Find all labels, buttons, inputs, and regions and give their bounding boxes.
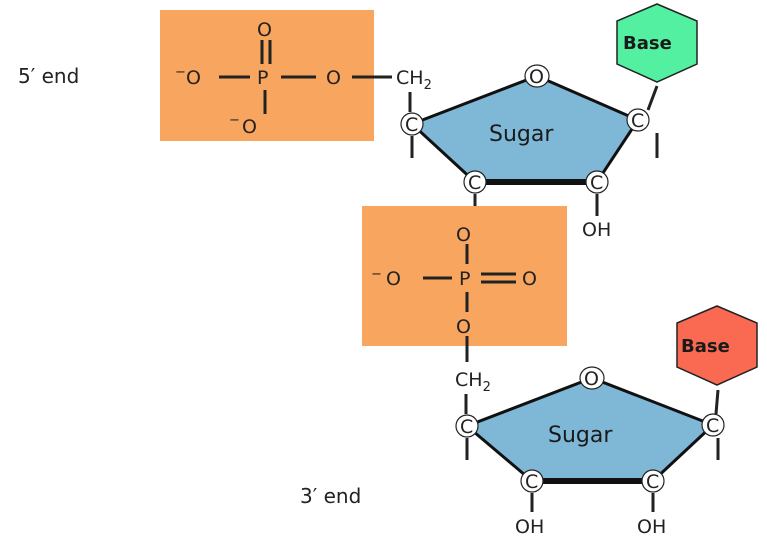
phosphate-1-phosphorus: P — [257, 67, 268, 89]
phosphate-2-top-oxygen: O — [456, 224, 471, 246]
five-prime-end-label: 5′ end — [18, 64, 79, 88]
base-2 — [676, 305, 758, 386]
sugar-1-ring-oxygen: O — [529, 66, 544, 88]
phosphate-2-left-oxygen: O — [386, 268, 401, 290]
phosphate-2-bottom-oxygen: O — [456, 316, 471, 338]
base-1-label: Base — [623, 33, 672, 54]
phosphate-1-bottom-charge: − — [229, 113, 240, 128]
sugar-1-carbon-3: C — [468, 172, 481, 194]
base-1 — [616, 3, 698, 83]
sugar-2-carbon-2: C — [646, 471, 659, 493]
phosphate-2-phosphorus: P — [459, 268, 470, 290]
three-prime-end-label: 3′ end — [300, 484, 361, 508]
sugar-2-carbon-3: C — [525, 471, 538, 493]
sugar-2-carbon-4: C — [460, 416, 473, 438]
ch2-group-1: CH2 — [396, 67, 432, 93]
sugar-2-label: Sugar — [548, 423, 613, 448]
sugar-1-label: Sugar — [489, 122, 554, 147]
sugar-1-carbon-1: C — [631, 110, 644, 132]
base-2-label: Base — [681, 336, 730, 357]
phosphate-1-top-oxygen: O — [257, 19, 272, 41]
sugar-1-carbon-4: C — [405, 114, 418, 136]
sugar-1-carbon-2: C — [590, 172, 603, 194]
phosphate-1-left-oxygen: O — [186, 67, 201, 89]
sugar-2-2prime-hydroxyl: OH — [637, 516, 666, 538]
phosphate-1-left-charge: − — [175, 65, 186, 80]
sugar-1-hydroxyl: OH — [582, 219, 611, 241]
phosphate-group-2 — [362, 206, 567, 346]
phosphate-2-bonds — [423, 244, 516, 362]
phosphate-group-1 — [160, 10, 374, 141]
phosphate-2-left-charge: − — [371, 267, 382, 282]
phosphate-2-double-oxygen: O — [522, 268, 537, 290]
phosphate-1-bonds — [219, 40, 392, 114]
sugar-2-carbon-1: C — [706, 415, 719, 437]
phosphate-1-bottom-oxygen: O — [242, 116, 257, 138]
phosphate-1-ester-oxygen: O — [326, 67, 341, 89]
sugar-2-3prime-hydroxyl: OH — [515, 516, 544, 538]
sugar-2-ring-oxygen: O — [584, 368, 599, 390]
ch2-group-2: CH2 — [455, 369, 491, 395]
